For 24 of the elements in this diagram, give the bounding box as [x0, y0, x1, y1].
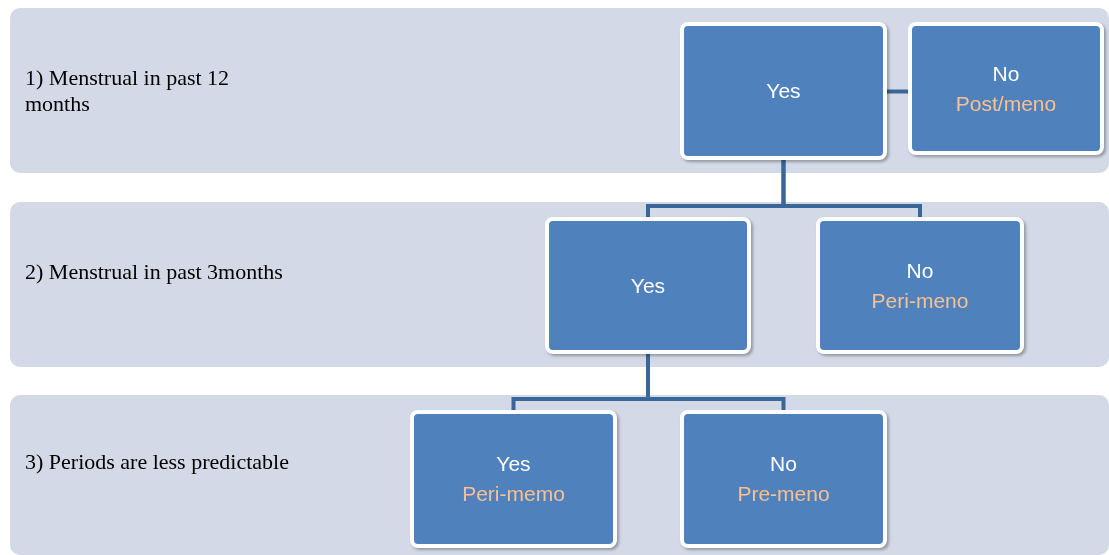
connector-line — [781, 160, 922, 217]
connector-line — [887, 89, 908, 94]
row-question: 3) Periods are less predictable — [25, 449, 290, 475]
answer-label: No — [992, 60, 1020, 87]
outcome-label: Peri-memo — [462, 481, 565, 507]
process-box — [908, 22, 1104, 155]
outcome-label: Post/meno — [955, 90, 1057, 117]
process-box — [410, 410, 617, 548]
answer-label: Yes — [630, 272, 666, 299]
band-panel — [10, 395, 1109, 555]
answer-label: Yes — [496, 451, 531, 477]
answer-label: No — [906, 257, 934, 284]
row-question: 2) Menstrual in past 3months — [25, 258, 284, 285]
row-question: 1) Menstrual in past 12 months — [25, 64, 231, 117]
process-box — [680, 22, 887, 160]
answer-label: No — [770, 451, 797, 477]
outcome-label: Pre-meno — [737, 481, 830, 507]
process-box — [545, 217, 751, 354]
process-box — [680, 410, 887, 548]
outcome-label: Peri-meno — [871, 287, 969, 314]
band-panel — [10, 202, 1109, 367]
answer-label: Yes — [766, 78, 801, 104]
process-box — [816, 217, 1024, 354]
band-panel — [10, 8, 1109, 173]
